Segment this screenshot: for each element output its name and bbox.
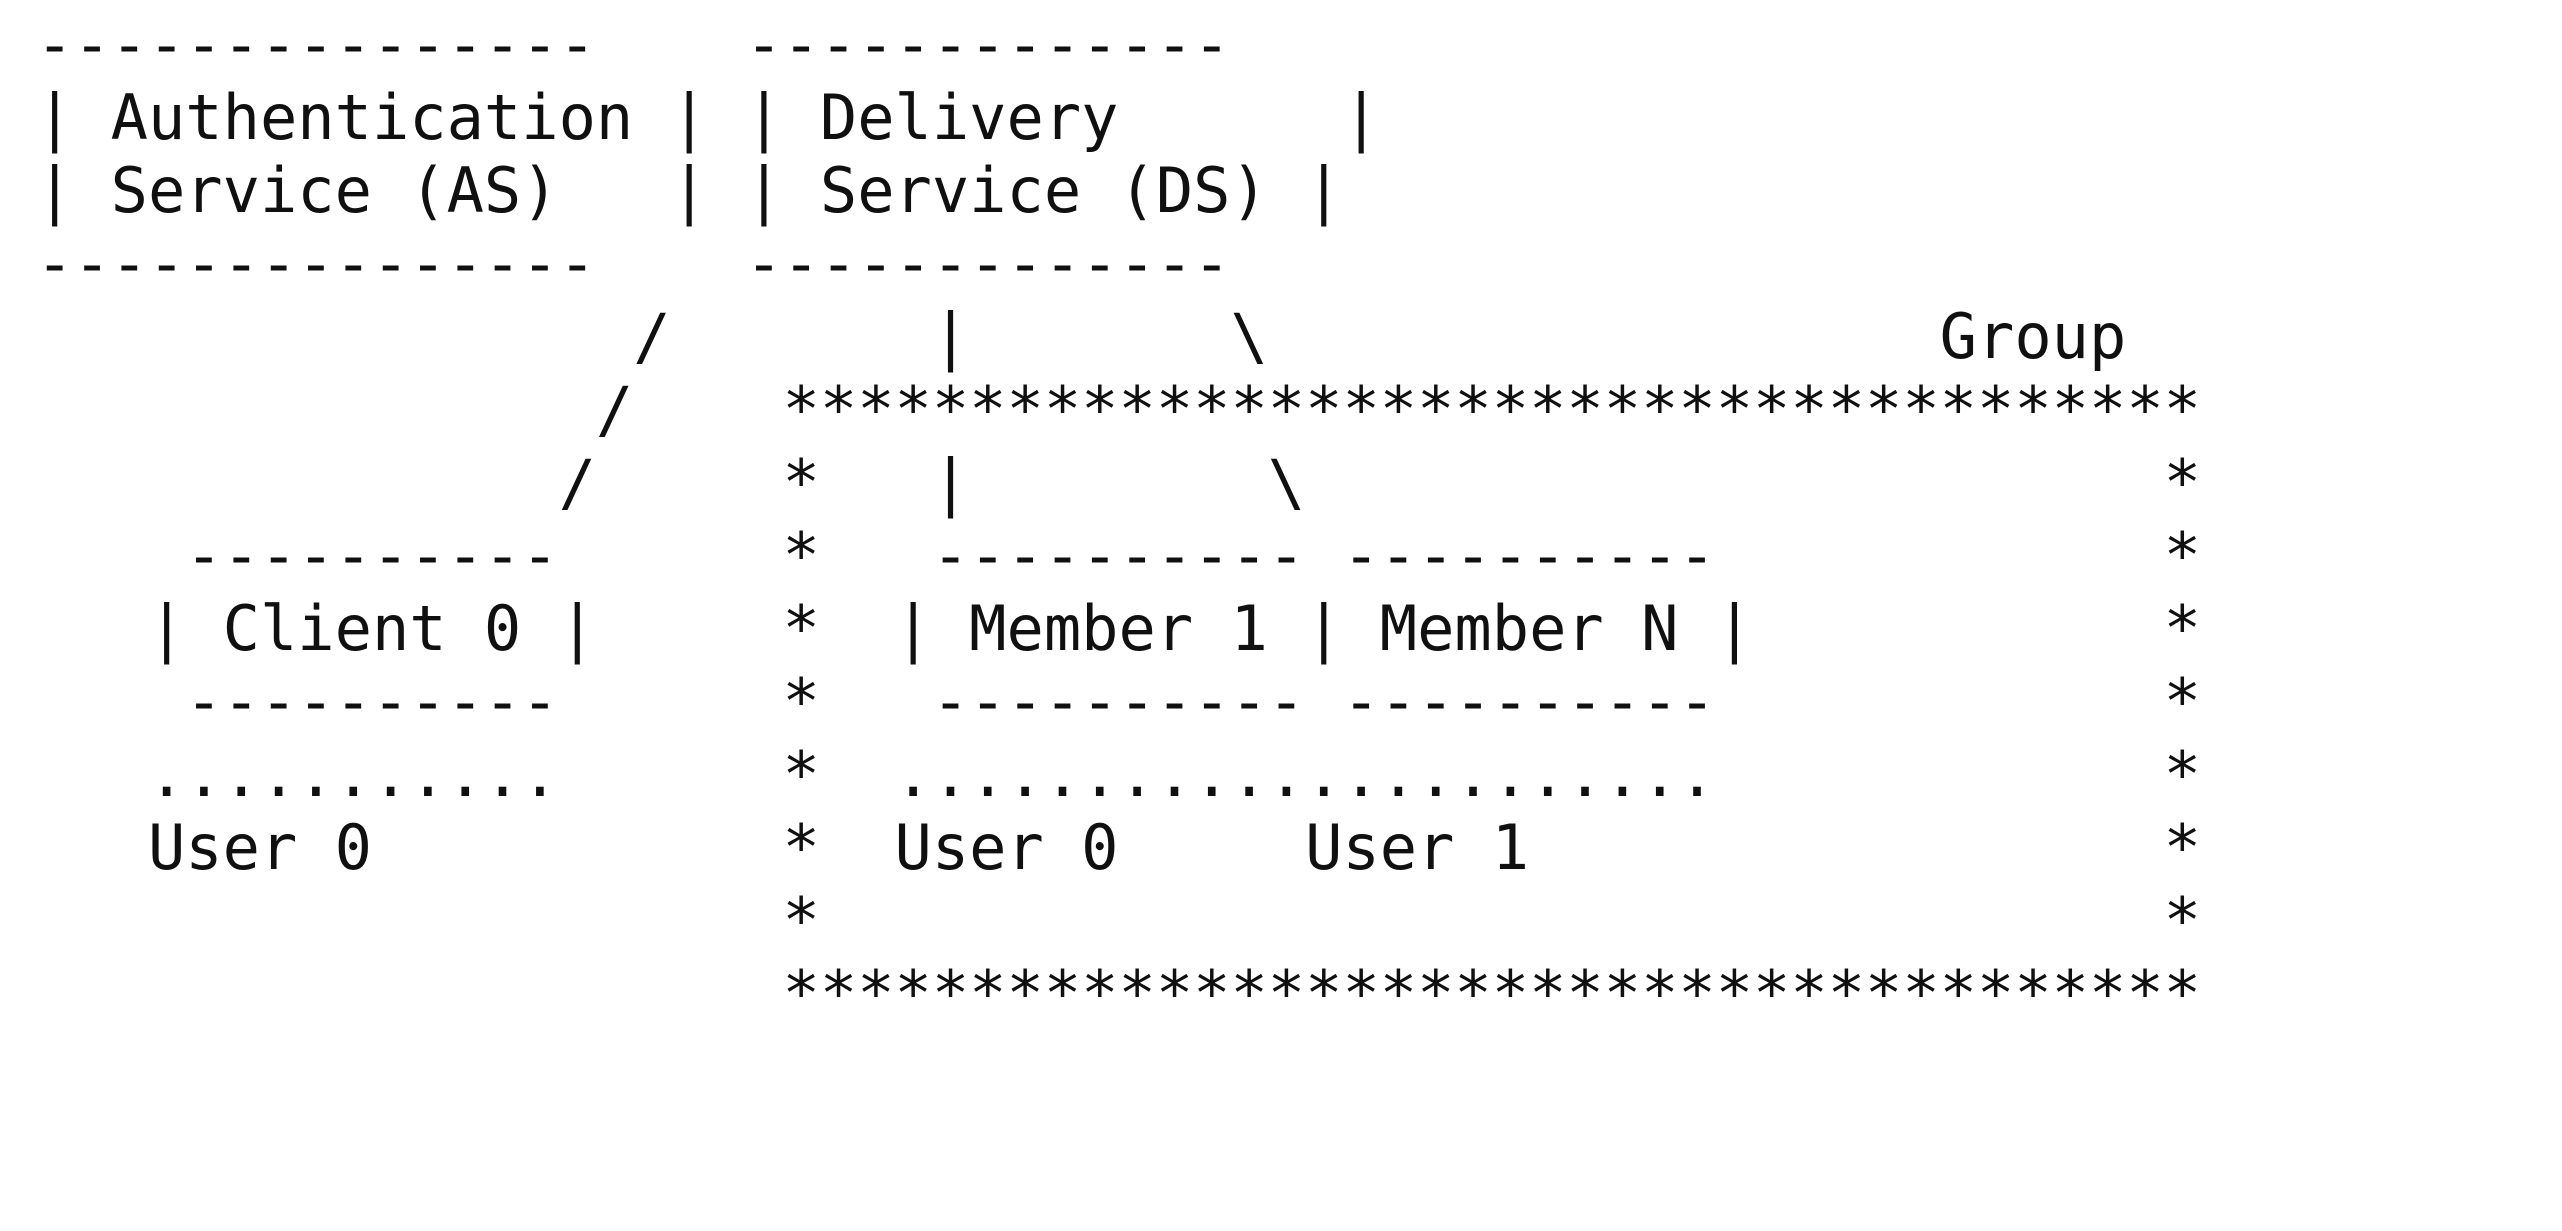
- ascii-art-block: --------------- ------------- | Authenti…: [36, 8, 2201, 1030]
